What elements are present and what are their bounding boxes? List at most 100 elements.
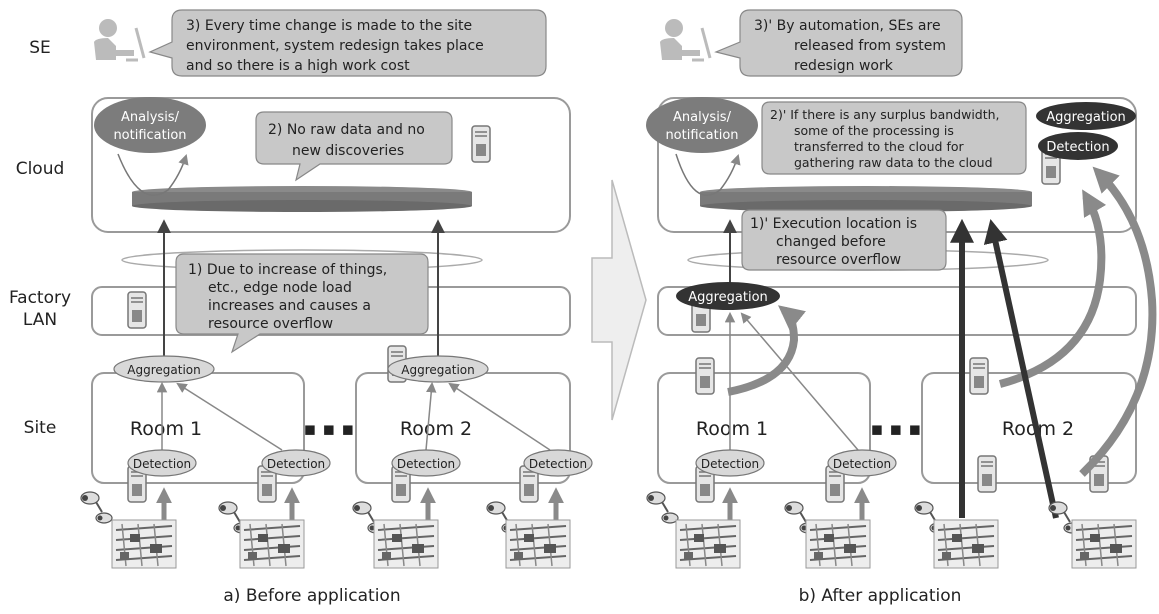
lan-aggregation-label: Aggregation bbox=[688, 290, 768, 305]
migrate-arrow-room2-det-to-cloud bbox=[1079, 166, 1157, 477]
caption-before: a) Before application bbox=[223, 586, 400, 606]
panel-before: 3) Every time change is made to the site… bbox=[80, 9, 593, 606]
callout-2-line1: 2) No raw data and no bbox=[268, 122, 425, 138]
callout-1p-box bbox=[741, 209, 947, 271]
layer-label-factory-lan-2: LAN bbox=[23, 310, 57, 330]
callout-2-box bbox=[255, 111, 453, 182]
callout-3p-line1: 3)' By automation, SEs are bbox=[754, 18, 941, 34]
detection-node-1 bbox=[127, 449, 197, 477]
detection-node-4-label: Detection bbox=[529, 457, 587, 471]
factory-image-b4 bbox=[1071, 519, 1137, 569]
detection-node-3 bbox=[391, 449, 461, 477]
caption-after: b) After application bbox=[799, 586, 962, 606]
se-person-icon bbox=[92, 17, 146, 62]
factory-image-2 bbox=[239, 519, 305, 569]
room1-label-b: Room 1 bbox=[696, 418, 768, 440]
detection-node-b2 bbox=[827, 449, 897, 477]
factory-lan-frame-b bbox=[657, 286, 1137, 336]
analysis-node-line1: Analysis/ bbox=[121, 110, 180, 125]
layer-label-factory-lan-1: Factory bbox=[9, 288, 71, 308]
layer-label-site: Site bbox=[24, 418, 57, 438]
room1-server-icon-b bbox=[695, 357, 715, 395]
factory-image-b3 bbox=[933, 519, 999, 569]
detection-node-4 bbox=[523, 449, 593, 477]
analysis-node-b-line2: notification bbox=[665, 128, 738, 143]
room2-server-icon-b bbox=[969, 357, 989, 395]
callout-1-box bbox=[175, 253, 429, 354]
callout-3-line1: 3) Every time change is made to the site bbox=[186, 18, 472, 34]
callout-3-line3: and so there is a high work cost bbox=[186, 58, 410, 74]
cloud-detection-label: Detection bbox=[1046, 140, 1109, 155]
detection-node-b1 bbox=[695, 449, 765, 477]
room2-det1-server-b bbox=[977, 455, 997, 493]
arrow-det4-agg2 bbox=[448, 382, 551, 451]
room1-frame-b bbox=[657, 372, 871, 484]
arrow-det2-lanagg bbox=[740, 312, 859, 451]
room2-label: Room 2 bbox=[400, 418, 472, 440]
callout-3p-line2: released from system bbox=[794, 38, 946, 54]
callout-2p-line1: 2)' If there is any surplus bandwidth, bbox=[770, 107, 1000, 122]
callout-3-line2: environment, system redesign takes place bbox=[186, 38, 484, 54]
rooms-ellipsis: ▪ ▪ ▪ bbox=[304, 418, 355, 440]
cloud-bus-bottom bbox=[132, 200, 472, 212]
layer-label-cloud: Cloud bbox=[16, 159, 65, 179]
analysis-node bbox=[94, 97, 206, 153]
callout-2p-line2: some of the processing is bbox=[794, 123, 954, 138]
camera-icon-b1 bbox=[646, 491, 679, 524]
callout-1-line4: resource overflow bbox=[208, 316, 333, 332]
analysis-loop-arrow bbox=[117, 153, 189, 196]
callout-1p-line2: changed before bbox=[776, 234, 886, 250]
detection-node-b2-label: Detection bbox=[833, 457, 891, 471]
factory-image-b1 bbox=[675, 519, 741, 569]
callout-1-line3: increases and causes a bbox=[208, 298, 371, 314]
cloud-frame bbox=[91, 97, 571, 233]
arrow-det2-agg1 bbox=[176, 382, 283, 451]
factory-image-4 bbox=[505, 519, 571, 569]
cloud-server-icon bbox=[471, 125, 491, 163]
rooms-ellipsis-b: ▪ ▪ ▪ bbox=[871, 418, 922, 440]
panel-after: 3)' By automation, SEs are released from… bbox=[646, 9, 1157, 606]
cloud-bus-bottom-b bbox=[700, 200, 1032, 212]
callout-1-line2: etc., edge node load bbox=[208, 280, 352, 296]
room1-label: Room 1 bbox=[130, 418, 202, 440]
callout-1p-line1: 1)' Execution location is bbox=[750, 216, 917, 232]
analysis-node-b-line1: Analysis/ bbox=[673, 110, 732, 125]
callout-3-box bbox=[148, 9, 547, 77]
migrate-arrow-room2-server-to-cloud bbox=[998, 189, 1107, 388]
arrow-det3-agg2 bbox=[425, 381, 437, 451]
callout-3p-box bbox=[714, 9, 963, 77]
migrate-arrow-room1-to-lan bbox=[727, 305, 806, 396]
factory-image-3 bbox=[373, 519, 439, 569]
transition-arrow bbox=[591, 179, 647, 421]
callout-2p-line4: gathering raw data to the cloud bbox=[794, 155, 993, 170]
cloud-aggregation-node bbox=[1036, 102, 1136, 130]
analysis-node-line2: notification bbox=[113, 128, 186, 143]
se-person-icon-b bbox=[658, 17, 712, 62]
callout-2p-line3: transferred to the cloud for bbox=[794, 139, 964, 154]
room2-aggregation-node bbox=[387, 355, 489, 383]
callout-3p-line3: redesign work bbox=[794, 58, 894, 74]
room1-aggregation-label: Aggregation bbox=[127, 363, 200, 377]
detection-node-2 bbox=[261, 449, 331, 477]
raw-data-arrow-factory4-cloud bbox=[983, 218, 1059, 519]
cloud-detection-node bbox=[1038, 132, 1118, 160]
factory-image-1 bbox=[111, 519, 177, 569]
lan-aggregation-node bbox=[676, 282, 780, 310]
callout-2-line2: new discoveries bbox=[292, 143, 404, 159]
room2-aggregation-label: Aggregation bbox=[401, 363, 474, 377]
analysis-node-b bbox=[646, 97, 758, 153]
callout-2p-box bbox=[761, 101, 1027, 175]
detection-node-3-label: Detection bbox=[397, 457, 455, 471]
detection-node-1-label: Detection bbox=[133, 457, 191, 471]
factory-image-b2 bbox=[805, 519, 871, 569]
cloud-aggregation-label: Aggregation bbox=[1046, 110, 1126, 125]
callout-1-line1: 1) Due to increase of things, bbox=[188, 262, 387, 278]
layer-label-se: SE bbox=[29, 38, 51, 58]
lan-server-icon bbox=[127, 291, 147, 329]
analysis-loop-arrow-b bbox=[675, 153, 741, 196]
detection-node-b1-label: Detection bbox=[701, 457, 759, 471]
detection-node-2-label: Detection bbox=[267, 457, 325, 471]
camera-icon-1 bbox=[80, 491, 113, 524]
